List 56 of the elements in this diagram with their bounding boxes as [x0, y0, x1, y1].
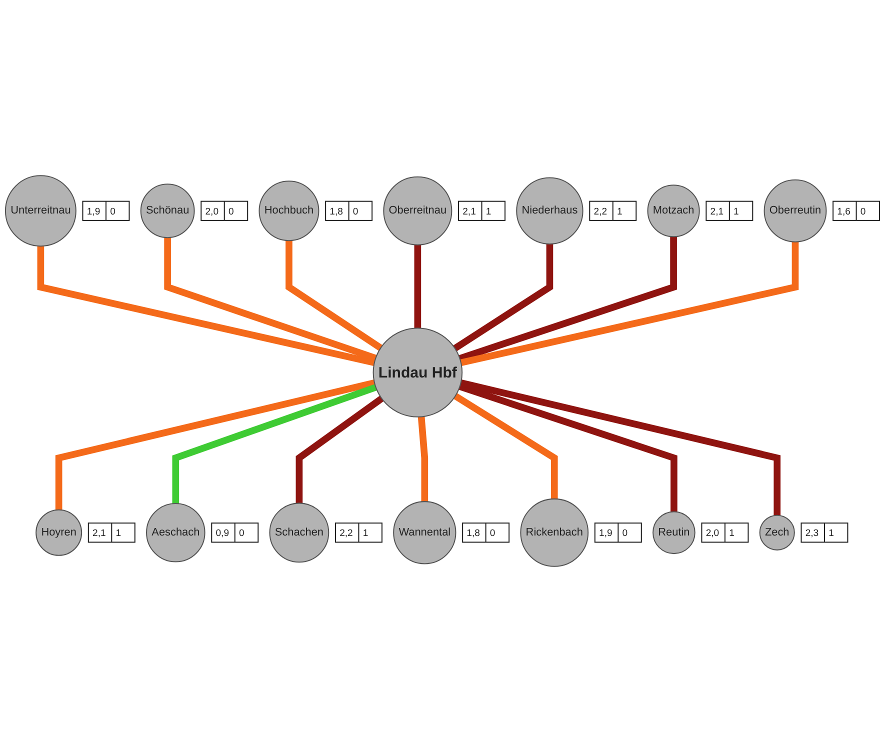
node-circle: Schachen	[269, 502, 330, 563]
node-circle: Wannental	[393, 501, 456, 564]
connector	[37, 246, 376, 366]
value-text: 0	[228, 206, 234, 218]
connector	[286, 240, 383, 351]
value-text: 1,9	[599, 528, 612, 540]
connector	[458, 236, 677, 362]
connector	[164, 238, 377, 362]
value-text: 1	[362, 528, 368, 540]
node-circle: Rickenbach	[520, 498, 589, 567]
value-text: 1,9	[86, 206, 100, 218]
node-circle: Hochbuch	[258, 180, 320, 242]
value-text: 2,1	[462, 206, 476, 218]
connector	[454, 393, 558, 499]
value-text: 0	[860, 206, 866, 218]
node-circle: Niederhaus	[516, 177, 584, 244]
node-circle: Lindau Hbf	[372, 328, 463, 418]
connector	[460, 242, 799, 366]
value-text: 2,0	[205, 206, 219, 218]
node-circle: Reutin	[652, 511, 696, 554]
value-text: 0	[490, 528, 496, 540]
connector	[418, 416, 428, 502]
value-text: 1,6	[837, 206, 850, 218]
node-circle: Oberreitnau	[383, 176, 452, 246]
connector	[414, 244, 422, 328]
connector	[460, 379, 781, 516]
value-text: 0	[622, 528, 628, 540]
value-text: 2,1	[92, 528, 106, 540]
value-text: 1,8	[466, 528, 480, 540]
value-text: 2,2	[340, 528, 353, 540]
node-circle: Oberreutin	[764, 179, 827, 242]
connector	[296, 396, 384, 504]
node-circle: Hoyren	[36, 509, 82, 556]
node-circle: Motzach	[647, 184, 700, 238]
value-text: 0,9	[216, 528, 230, 540]
value-text: 1	[734, 206, 739, 218]
node-circle: Unterreitnau	[4, 175, 76, 247]
value-text: 1,8	[330, 206, 343, 218]
value-text: 2,1	[710, 206, 724, 218]
connector	[172, 384, 377, 504]
value-text: 1	[486, 206, 492, 218]
value-text: 2,3	[805, 528, 819, 540]
value-text: 1	[729, 528, 734, 540]
connector	[453, 244, 554, 352]
value-text: 1	[828, 528, 834, 540]
node-circle: Schönau	[140, 184, 195, 238]
node-circle: Zech	[759, 514, 795, 550]
value-text: 1	[617, 206, 622, 218]
value-text: 0	[110, 206, 116, 218]
value-text: 0	[238, 528, 244, 540]
value-text: 2,0	[706, 528, 720, 540]
value-text: 2,2	[594, 206, 608, 218]
node-circle: Aeschach	[146, 502, 206, 562]
value-text: 1	[116, 528, 122, 540]
connector	[55, 379, 376, 510]
value-text: 0	[352, 206, 358, 218]
